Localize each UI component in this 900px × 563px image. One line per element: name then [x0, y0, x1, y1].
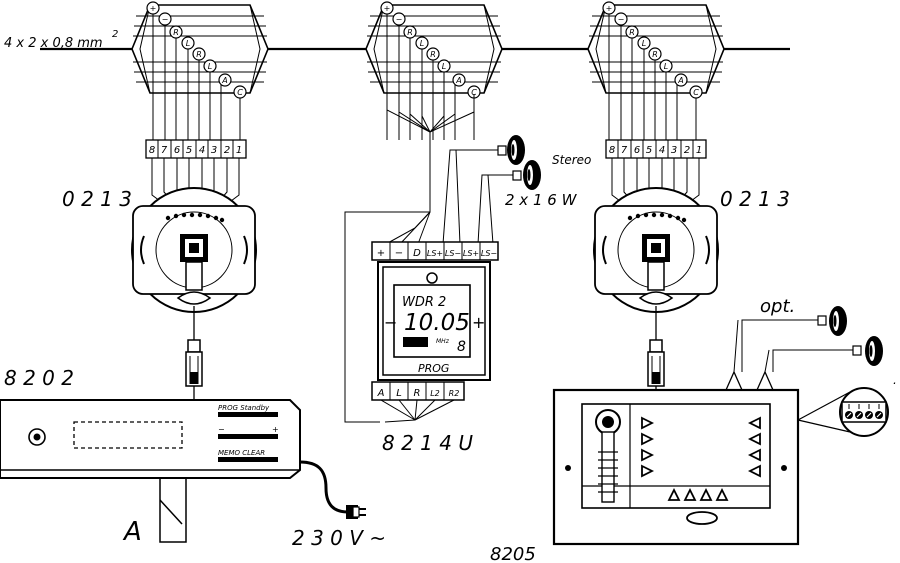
minus-plus-button[interactable]	[218, 434, 278, 439]
receiver-terminal-bottom: A	[377, 388, 385, 399]
terminal-number: 4	[659, 145, 665, 156]
receiver-feed-wires	[344, 94, 475, 423]
speaker-power-label: 2 x 1 6 W	[505, 191, 578, 209]
bullet-mark: .	[893, 373, 897, 387]
bottom-control-buttons[interactable]	[667, 487, 729, 501]
left-selector-buttons[interactable]	[641, 416, 655, 478]
tuner-plus-label: +	[272, 425, 279, 434]
terminal-number: 6	[634, 145, 640, 156]
tuner-minus-label: −	[218, 425, 225, 434]
terminal-symbol: L	[208, 62, 212, 71]
terminal-number: 3	[671, 145, 677, 156]
terminal-number: 1	[696, 145, 702, 156]
display-plus: +	[472, 313, 485, 332]
display-preset: 8	[457, 339, 466, 355]
mains-power-cord: 2 3 0 V ~	[292, 460, 386, 550]
call-button[interactable]	[686, 511, 718, 525]
terminal-number: 7	[161, 145, 168, 156]
handset-icon	[595, 409, 621, 503]
intercom-station-8205: 8205	[490, 388, 800, 563]
wall-socket-left: 0 2 1 3	[62, 187, 257, 400]
display-unit: MHz	[436, 338, 450, 345]
display-frequency: 10.05	[404, 310, 470, 336]
junction-clamp-left: + − R L R L A C	[131, 1, 269, 140]
cable-label: 4 x 2 x 0,8 mm	[4, 36, 103, 51]
receiver-terminal-bottom: R	[414, 388, 421, 399]
receiver-terminal-top: LS+	[463, 249, 479, 258]
socket-left-label: 0 2 1 3	[62, 187, 132, 211]
terminal-number: 2	[684, 145, 690, 156]
mains-label: 2 3 0 V ~	[292, 526, 386, 550]
receiver-terminal-top: −	[395, 248, 403, 259]
terminal-number: 8	[609, 145, 615, 156]
speaker-icon	[497, 135, 525, 165]
terminal-symbol: C	[237, 88, 243, 97]
terminal-symbol: +	[150, 4, 157, 13]
tuner-label: 8 2 0 2	[4, 366, 74, 390]
receiver-terminal-top: LS−	[481, 249, 497, 258]
terminal-number: 5	[186, 145, 192, 156]
right-selector-buttons[interactable]	[747, 416, 761, 478]
socket-right-label: 0 2 1 3	[720, 187, 790, 211]
speaker-icon	[817, 306, 847, 336]
terminal-detail-callout: .	[797, 373, 897, 437]
receiver-terminal-top: D	[413, 248, 421, 259]
switch-label: A	[122, 517, 142, 547]
station-label: 8205	[490, 544, 536, 563]
optional-speakers: opt.	[724, 296, 883, 391]
terminal-number: 3	[211, 145, 217, 156]
tuner-display-window	[73, 421, 183, 449]
terminal-number: 2	[224, 145, 230, 156]
receiver-terminal-top: LS−	[445, 249, 461, 258]
tuner-prog-label: PROG Standby	[218, 404, 270, 412]
memo-clear-button[interactable]	[218, 457, 278, 462]
terminal-number: 4	[199, 145, 205, 156]
receiver-terminal-bottom: L2	[430, 389, 440, 398]
speaker-icon	[852, 336, 883, 366]
terminal-symbol: L	[186, 39, 190, 48]
receiver-terminal-top: +	[377, 248, 385, 259]
receiver-terminal-bottom: R2	[449, 389, 460, 398]
display-station: WDR 2	[402, 295, 446, 310]
terminal-number: 1	[236, 145, 242, 156]
cable-label-superscript: 2	[112, 29, 118, 40]
optional-label: opt.	[760, 296, 795, 317]
wall-socket-right: 0 2 1 3	[593, 187, 790, 390]
receiver-8214u: + − D LS+ LS− LS+ LS− WDR 2 10.05 MHz 8 …	[371, 241, 499, 455]
display-prog: PROG	[418, 362, 449, 375]
receiver-terminal-top: LS+	[427, 249, 443, 258]
terminal-number: 8	[149, 145, 155, 156]
mains-plug-icon	[346, 505, 366, 519]
terminal-symbol: R	[196, 50, 202, 59]
tuner-memo-label: MEMO CLEAR	[218, 449, 265, 457]
prog-standby-button[interactable]	[218, 412, 278, 417]
terminal-symbol: R	[173, 28, 179, 37]
speaker-icon	[512, 160, 541, 190]
stereo-label: Stereo	[552, 153, 591, 167]
terminal-symbol: A	[221, 76, 227, 85]
switch-a: A	[122, 478, 187, 547]
receiver-label: 8 2 1 4 U	[382, 431, 473, 455]
terminal-number: 5	[646, 145, 652, 156]
terminal-symbol: −	[162, 15, 169, 24]
speaker-pair-stereo: Stereo 2 x 1 6 W	[442, 135, 591, 245]
display-minus: −	[384, 313, 397, 332]
receiver-terminal-bottom: L	[396, 388, 402, 399]
terminal-number: 6	[174, 145, 180, 156]
power-button[interactable]	[28, 428, 46, 446]
terminal-number: 7	[621, 145, 628, 156]
tuner-8202: 8 2 0 2 PROG Standby − + MEMO CLEAR	[0, 366, 301, 479]
